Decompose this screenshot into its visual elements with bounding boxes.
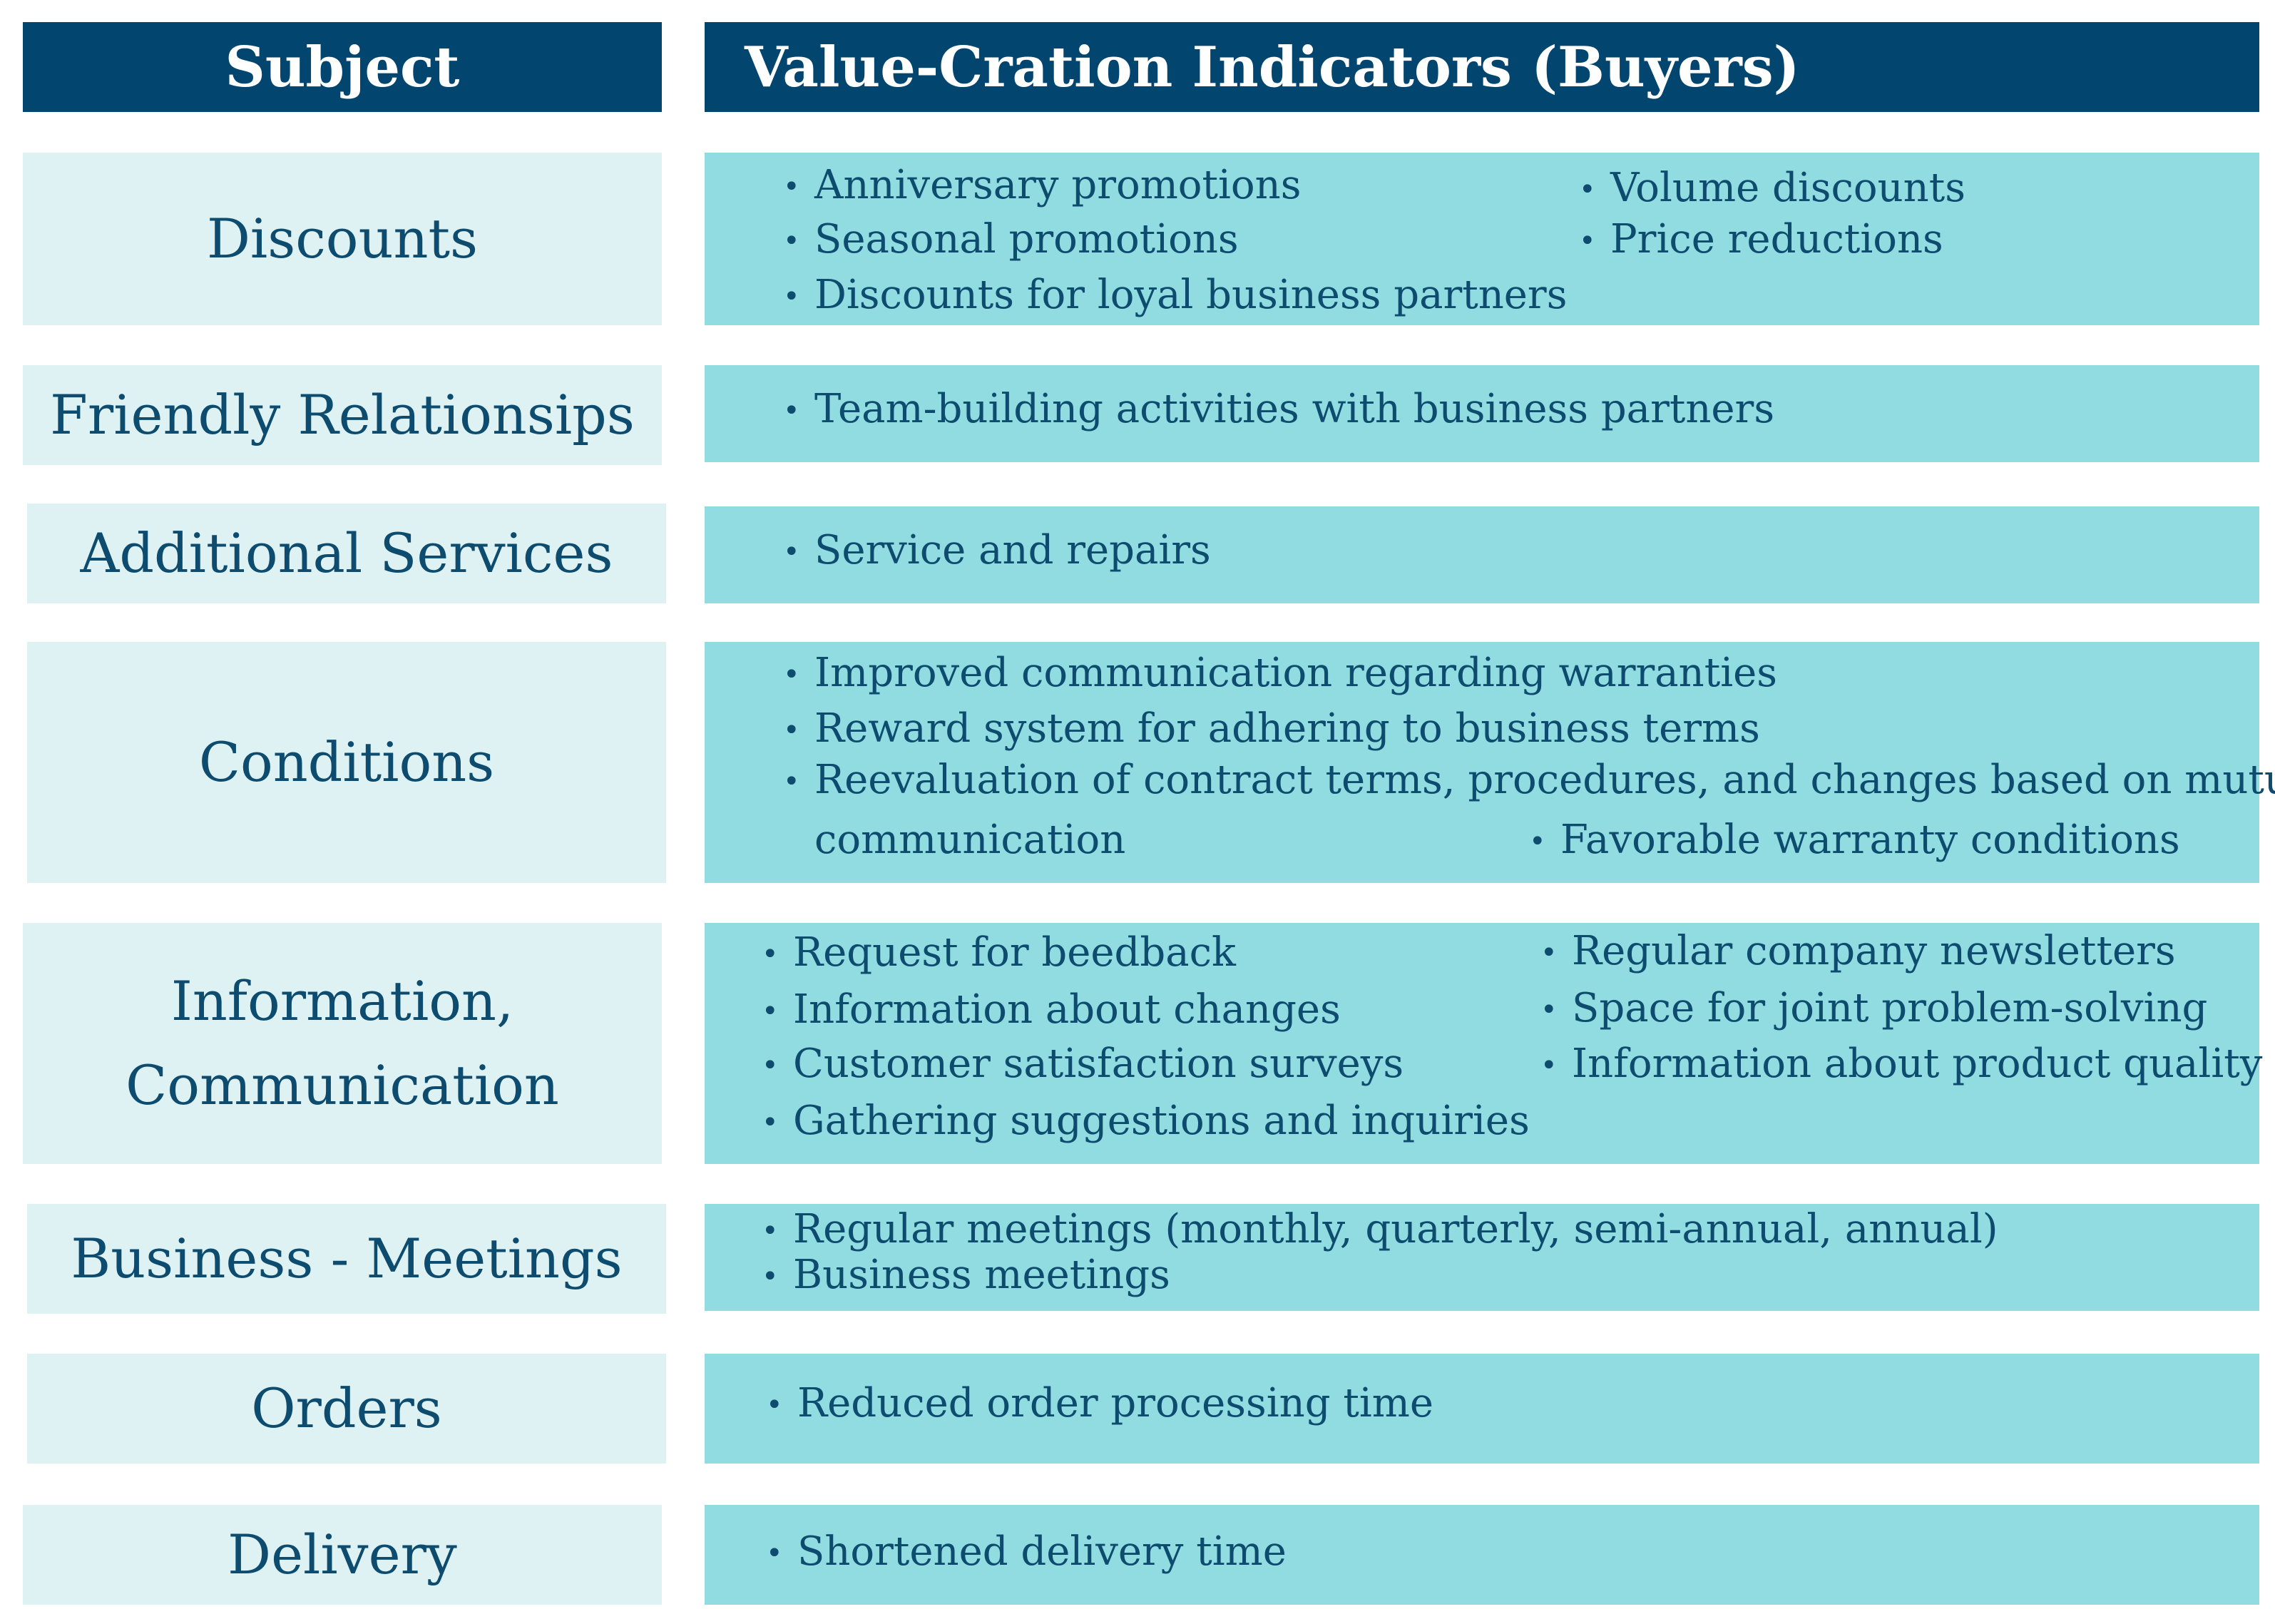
list-item-continuation: communication	[814, 817, 1126, 863]
indicator-cell-information-communication: Request for beedback Information about c…	[705, 923, 2262, 1164]
list-item: Space for joint problem-solving	[1540, 989, 2207, 1028]
list-item: Reevaluation of contract terms, procedur…	[783, 760, 2275, 800]
subject-cell-discounts: Discounts	[23, 153, 662, 325]
list-item: Gathering suggestions and inquiries	[762, 1101, 1530, 1141]
list-item: Business meetings	[762, 1255, 1170, 1295]
list-item: Shortened delivery time	[766, 1532, 1287, 1572]
indicators-column-header: Value-Cration Indicators (Buyers)	[705, 22, 2259, 112]
list-item: Anniversary promotions	[783, 165, 1301, 205]
subject-cell-friendly-relationships: Friendly Relationsips	[23, 365, 662, 465]
subject-cell-delivery: Delivery	[23, 1505, 662, 1605]
indicator-cell-delivery: Shortened delivery time	[705, 1505, 2259, 1605]
subject-cell-orders: Orders	[27, 1354, 666, 1464]
list-item: Seasonal promotions	[783, 220, 1239, 260]
indicator-cell-orders: Reduced order processing time	[705, 1354, 2259, 1464]
indicator-cell-discounts: Anniversary promotions Seasonal promotio…	[705, 153, 2259, 325]
list-item: Request for beedback	[762, 933, 1236, 973]
indicator-cell-business-meetings: Regular meetings (monthly, quarterly, se…	[705, 1204, 2259, 1311]
list-item: Favorable warranty conditions	[1529, 820, 2180, 860]
list-item: Improved communication regarding warrant…	[783, 653, 1777, 693]
list-item: Regular meetings (monthly, quarterly, se…	[762, 1210, 1998, 1250]
list-item: Service and repairs	[783, 531, 1211, 571]
list-item: Regular company newsletters	[1540, 931, 2176, 971]
subject-column-header: Subject	[23, 22, 662, 112]
list-item: Reduced order processing time	[766, 1384, 1433, 1424]
subject-cell-conditions: Conditions	[27, 642, 666, 883]
list-item: Volume discounts	[1579, 168, 1965, 208]
list-item: Information about product quality	[1540, 1044, 2262, 1084]
subject-cell-business-meetings: Business - Meetings	[27, 1204, 666, 1314]
indicator-cell-friendly-relationships: Team-building activities with business p…	[705, 365, 2259, 462]
list-item: Price reductions	[1579, 220, 1943, 260]
list-item: Customer satisfaction surveys	[762, 1044, 1404, 1084]
list-item: Discounts for loyal business partners	[783, 275, 1567, 315]
subject-cell-additional-services: Additional Services	[27, 504, 666, 603]
subject-cell-information-communication: Information, Communication	[23, 923, 662, 1164]
list-item: Information about changes	[762, 990, 1341, 1030]
list-item: Reward system for adhering to business t…	[783, 709, 1760, 749]
indicator-cell-additional-services: Service and repairs	[705, 506, 2259, 603]
indicator-cell-conditions: Improved communication regarding warrant…	[705, 642, 2275, 883]
list-item: Team-building activities with business p…	[783, 389, 1774, 429]
